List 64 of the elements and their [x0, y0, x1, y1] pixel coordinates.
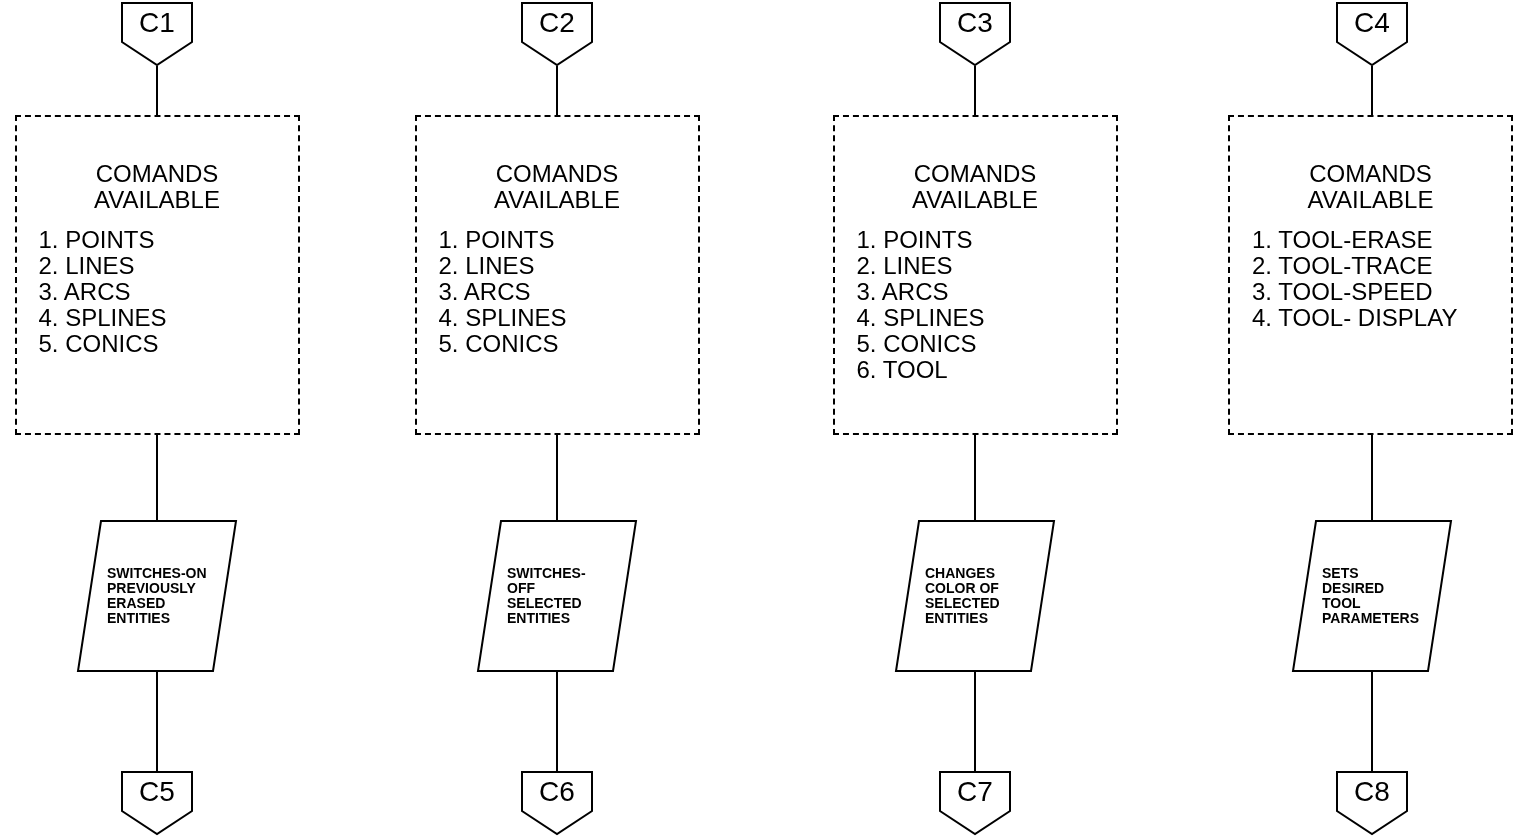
box-heading: COMANDS AVAILABLE [1306, 161, 1435, 213]
connector-label: C4 [1354, 6, 1390, 40]
connector-line [1371, 65, 1373, 116]
command-item: 3. TOOL-SPEED [1252, 279, 1433, 305]
connector-label: C1 [139, 6, 175, 40]
connector-line [556, 434, 558, 521]
off-page-connector [521, 771, 593, 835]
command-item: 2. LINES [856, 253, 953, 279]
command-item: 3. ARCS [856, 279, 949, 305]
command-item: 2. LINES [38, 253, 135, 279]
command-item: 4. SPLINES [38, 305, 167, 331]
connector-label: C5 [139, 775, 175, 809]
command-item: 3. ARCS [438, 279, 531, 305]
connector-line [556, 671, 558, 772]
off-page-connector [121, 2, 193, 66]
command-item: 4. SPLINES [438, 305, 567, 331]
off-page-connector [121, 771, 193, 835]
box-heading: COMANDS AVAILABLE [93, 161, 221, 213]
off-page-connector [939, 2, 1011, 66]
connector-line [156, 434, 158, 521]
command-list-box [414, 115, 700, 435]
off-page-connector [1336, 771, 1408, 835]
command-item: 2. TOOL-TRACE [1252, 253, 1433, 279]
connector-label: C2 [539, 6, 575, 40]
input-output-parallelogram [77, 520, 237, 672]
off-page-connector [939, 771, 1011, 835]
input-output-parallelogram [1292, 520, 1452, 672]
connector-label: C7 [957, 775, 993, 809]
command-item: 1. POINTS [38, 227, 155, 253]
connector-line [974, 65, 976, 116]
command-item: 1. TOOL-ERASE [1252, 227, 1433, 253]
command-list-box [1228, 115, 1513, 435]
command-item: 5. CONICS [438, 331, 559, 357]
process-text: CHANGES COLOR OF SELECTED ENTITIES [925, 566, 1001, 626]
connector-line [1371, 671, 1373, 772]
off-page-connector [521, 2, 593, 66]
connector-label: C8 [1354, 775, 1390, 809]
command-item: 4. TOOL- DISPLAY [1252, 305, 1458, 331]
command-item: 1. POINTS [438, 227, 555, 253]
connector-line [1371, 434, 1373, 521]
connector-line [156, 65, 158, 116]
connector-line [556, 65, 558, 116]
off-page-connector [1336, 2, 1408, 66]
box-heading: COMANDS AVAILABLE [493, 161, 621, 213]
command-item: 5. CONICS [38, 331, 159, 357]
input-output-parallelogram [477, 520, 637, 672]
command-item: 6. TOOL [856, 357, 948, 383]
command-item: 1. POINTS [856, 227, 973, 253]
connector-line [156, 671, 158, 772]
connector-line [974, 671, 976, 772]
connector-label: C3 [957, 6, 993, 40]
command-item: 5. CONICS [856, 331, 977, 357]
process-text: SWITCHES-OFF SELECTED ENTITIES [507, 566, 587, 626]
command-item: 4. SPLINES [856, 305, 985, 331]
input-output-parallelogram [895, 520, 1055, 672]
command-item: 2. LINES [438, 253, 535, 279]
process-text: SWITCHES-ON PREVIOUSLY ERASED ENTITIES [107, 566, 207, 626]
connector-label: C6 [539, 775, 575, 809]
process-text: SETS DESIRED TOOL PARAMETERS [1322, 566, 1420, 626]
box-heading: COMANDS AVAILABLE [911, 161, 1039, 213]
command-list-box [14, 115, 300, 435]
command-item: 3. ARCS [38, 279, 131, 305]
connector-line [974, 434, 976, 521]
command-list-box [832, 115, 1118, 435]
